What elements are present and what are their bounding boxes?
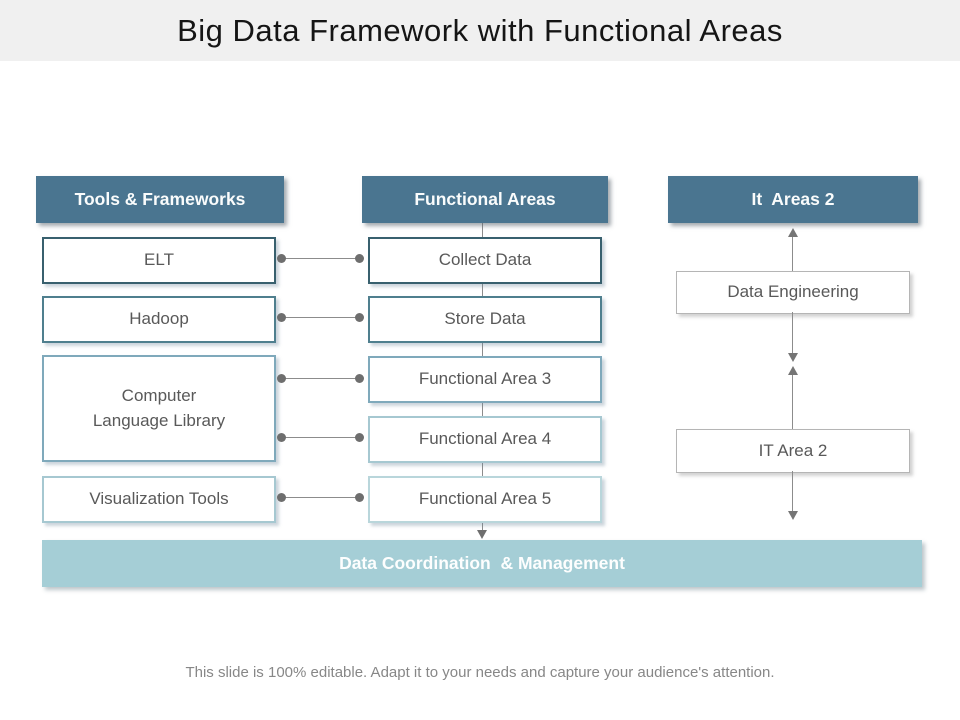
arrow-up-icon — [788, 366, 798, 375]
box-it-area-2: IT Area 2 — [676, 429, 910, 473]
connector-line — [792, 375, 793, 429]
data-coordination-bar: Data Coordination & Management — [42, 540, 922, 587]
arrow-down-icon — [788, 511, 798, 520]
connector-dot — [355, 493, 364, 502]
box-hadoop: Hadoop — [42, 296, 276, 343]
box-functional-area-3: Functional Area 3 — [368, 356, 602, 403]
box-collect-data: Collect Data — [368, 237, 602, 284]
connector-line — [792, 312, 793, 353]
connector-dot — [277, 374, 286, 383]
box-functional-area-5: Functional Area 5 — [368, 476, 602, 523]
connector-dot — [355, 374, 364, 383]
connector-dot — [355, 254, 364, 263]
connector-dot — [355, 313, 364, 322]
box-computer-language-library: Computer Language Library — [42, 355, 276, 462]
header-it-areas-2: It Areas 2 — [668, 176, 918, 223]
header-functional-areas: Functional Areas — [362, 176, 608, 223]
connector-line — [281, 378, 361, 379]
connector-dot — [277, 493, 286, 502]
connector-dot — [355, 433, 364, 442]
connector-line — [281, 437, 361, 438]
box-visualization-tools: Visualization Tools — [42, 476, 276, 523]
box-data-engineering: Data Engineering — [676, 271, 910, 314]
connector-line — [792, 237, 793, 271]
footer-note: This slide is 100% editable. Adapt it to… — [185, 664, 775, 681]
box-store-data: Store Data — [368, 296, 602, 343]
page-title: Big Data Framework with Functional Areas — [177, 13, 783, 48]
header-tools-frameworks: Tools & Frameworks — [36, 176, 284, 223]
connector-line — [792, 471, 793, 511]
connector-dot — [277, 433, 286, 442]
connector-line — [281, 258, 361, 259]
connector-line — [281, 317, 361, 318]
arrow-up-icon — [788, 228, 798, 237]
box-functional-area-4: Functional Area 4 — [368, 416, 602, 463]
box-elt: ELT — [42, 237, 276, 284]
connector-line — [281, 497, 361, 498]
arrow-down-icon — [477, 530, 487, 539]
connector-dot — [277, 313, 286, 322]
connector-dot — [277, 254, 286, 263]
title-bar — [0, 0, 960, 61]
arrow-down-icon — [788, 353, 798, 362]
